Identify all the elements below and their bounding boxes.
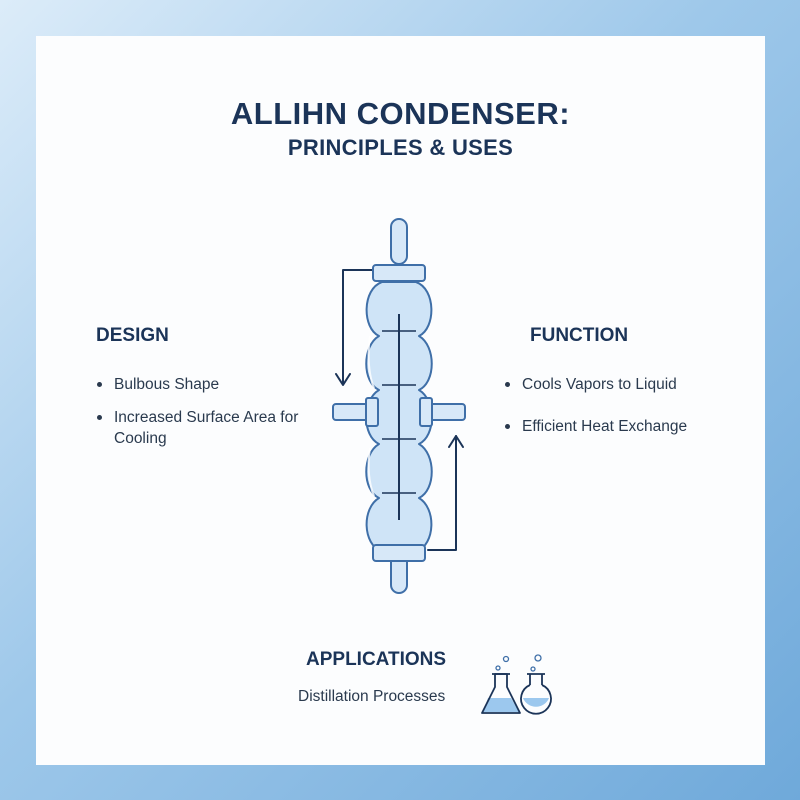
title-line-2: PRINCIPLES & USES <box>287 135 514 160</box>
design-list: Bulbous Shape Increased Surface Area for… <box>96 374 311 461</box>
design-item: Bulbous Shape <box>96 374 311 395</box>
function-item: Efficient Heat Exchange <box>504 416 744 437</box>
function-item: Cools Vapors to Liquid <box>504 374 744 395</box>
erlenmeyer-flask-icon <box>481 655 521 714</box>
coolant-outlet-arrow <box>427 435 464 551</box>
allihn-condenser-icon <box>332 218 466 594</box>
title-line-1: ALLIHN CONDENSER: <box>230 96 571 131</box>
coolant-inlet-arrow <box>335 269 375 386</box>
design-item: Increased Surface Area for Cooling <box>96 407 311 449</box>
condenser-diagram <box>332 218 552 715</box>
round-bottom-flask-icon <box>520 654 552 715</box>
function-list: Cools Vapors to Liquid Efficient Heat Ex… <box>504 374 744 449</box>
infographic-card: ALLIHN CONDENSER: PRINCIPLES & USES DESI… <box>36 36 765 765</box>
applications-heading: APPLICATIONS <box>306 649 447 670</box>
applications-text: Distillation Processes <box>298 688 446 705</box>
function-heading: FUNCTION <box>530 325 629 346</box>
design-heading: DESIGN <box>96 325 169 346</box>
